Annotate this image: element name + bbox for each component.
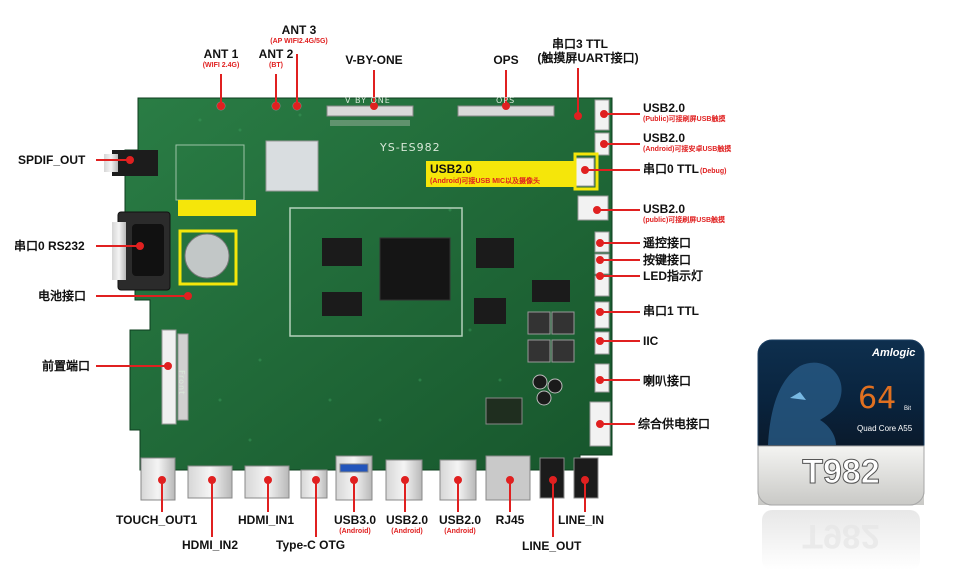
usb20-1-label: USB2.0	[385, 513, 429, 527]
usb20-1-sub-label: (Android)	[391, 528, 423, 535]
rs232-label: 串口0 RS232	[14, 239, 85, 253]
uart3-sub-label: (触摸屏UART接口)	[537, 51, 639, 65]
usb-mic-tag-sub: (Android)可接USB MIC以及摄像头	[430, 178, 541, 185]
remote-label: 遥控接口	[643, 236, 692, 250]
usb-public-label: USB2.0	[643, 101, 686, 115]
uart3-label: 串口3 TTL	[552, 37, 608, 51]
usb-public2-label: USB2.0	[643, 202, 686, 216]
typec-label: Type-C OTG	[276, 538, 346, 552]
badge-bit-label: Bit	[904, 406, 912, 412]
front-silk: Front	[177, 370, 186, 396]
usb-mic-tag-title: USB2.0	[430, 162, 473, 176]
usb20-2-label: USB2.0	[438, 513, 482, 527]
usb-mic-tag: USB2.0 (Android)可接USB MIC以及摄像头	[426, 161, 576, 187]
uart0-ttl-sub: (Debug)	[700, 168, 727, 175]
touch-out1-label: TOUCH_OUT1	[116, 513, 198, 527]
power-label: 综合供电接口	[638, 417, 711, 431]
ant1-label: ANT 1	[203, 47, 239, 61]
line-in-label: LINE_IN	[558, 513, 605, 527]
usb-public-sub-label: (Public)可接刷屏USB触摸	[643, 116, 726, 123]
iic-label: IIC	[643, 334, 659, 348]
badge-reflection: T982	[802, 517, 880, 555]
panther-icon	[768, 362, 842, 445]
battery-highlight	[178, 229, 238, 286]
usb-android-label: USB2.0	[643, 131, 686, 145]
ant2-label: ANT 2	[258, 47, 294, 61]
uart1-label: 串口1 TTL	[643, 304, 699, 318]
usb30-sub-label: (Android)	[339, 528, 371, 535]
front-label: 前置端口	[42, 359, 91, 373]
usb30-label: USB3.0	[333, 513, 377, 527]
ant1-sub-label: (WIFI 2.4G)	[202, 62, 240, 69]
badge-bits: 64	[858, 381, 897, 416]
usb20-2-sub-label: (Android)	[444, 528, 476, 535]
battery-tag	[178, 200, 256, 216]
board-model-silk: YS-ES982	[380, 141, 441, 154]
leader-lines	[96, 54, 640, 537]
vbyone-silk: V BY ONE	[345, 96, 391, 105]
t982-chip-badge	[757, 339, 925, 570]
spdif-label: SPDIF_OUT	[18, 153, 86, 167]
pcb-board	[104, 97, 613, 501]
speaker-label: 喇叭接口	[643, 374, 692, 388]
ant3-sub-label: (AP WIFI2.4G/5G)	[270, 38, 328, 45]
rj45-label: RJ45	[495, 513, 525, 527]
hdmi-in2-label: HDMI_IN2	[182, 538, 239, 552]
usb-android-sub-label: (Android)可接安卓USB触摸	[643, 146, 732, 153]
badge-core: Quad Core A55	[857, 424, 913, 433]
ops-silk: OPS	[496, 96, 516, 105]
vbyone-label: V-BY-ONE	[345, 53, 403, 67]
led-label: LED指示灯	[643, 269, 704, 283]
uart0-ttl-label: 串口0 TTL(Debug)	[643, 163, 726, 178]
hdmi-in1-label: HDMI_IN1	[238, 513, 295, 527]
keys-label: 按键接口	[643, 253, 692, 267]
uart0-ttl-text: 串口0 TTL	[643, 162, 699, 176]
usb-public2-sub-label: (public)可接刷屏USB触摸	[643, 217, 726, 224]
battery-label: 电池接口	[38, 289, 87, 303]
ant3-label: ANT 3	[281, 23, 317, 37]
ant2-sub-label: (BT)	[269, 62, 283, 69]
ops-label: OPS	[493, 53, 519, 67]
line-out-label: LINE_OUT	[522, 539, 582, 553]
badge-model: T982	[802, 453, 881, 492]
amlogic-brand: Amlogic	[872, 347, 916, 359]
